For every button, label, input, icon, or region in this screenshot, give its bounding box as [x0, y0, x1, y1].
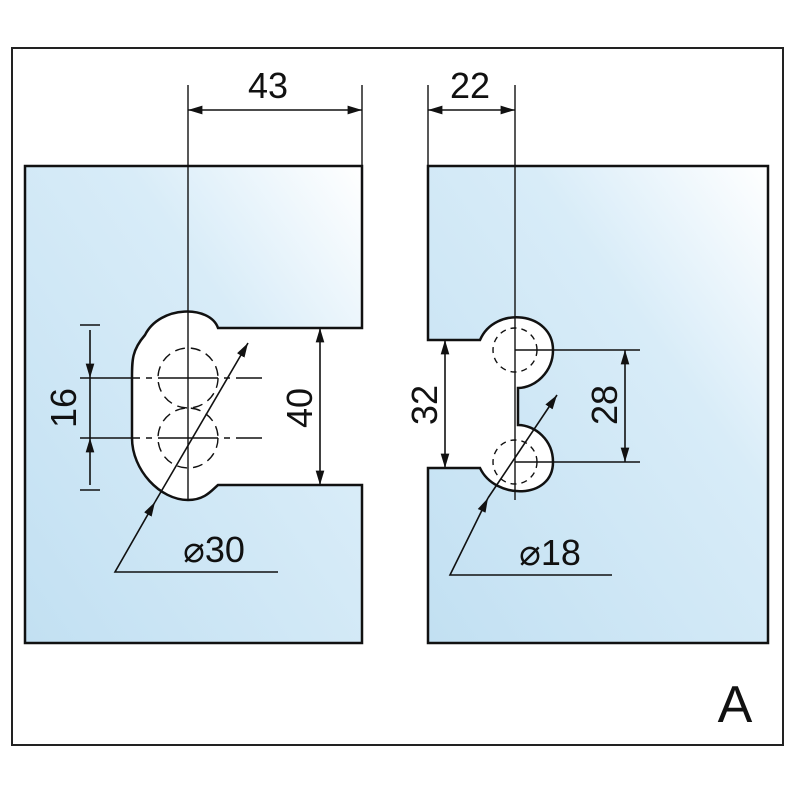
dim-right-hole-spacing: 28: [584, 385, 625, 425]
dim-left-diameter: ⌀30: [183, 529, 245, 570]
center-lines: [80, 85, 640, 500]
dim-left-hole-spacing: 16: [43, 388, 84, 428]
dim-right-notch-height: 32: [404, 385, 445, 425]
figure-label: A: [718, 676, 753, 734]
dim-right-diameter: ⌀18: [519, 532, 581, 573]
dimension-lines: [85, 105, 630, 576]
dim-left-width: 43: [248, 65, 288, 106]
dim-right-width: 22: [450, 65, 490, 106]
right-glass-panel: [426, 164, 770, 645]
dim-left-notch-height: 40: [279, 388, 320, 428]
